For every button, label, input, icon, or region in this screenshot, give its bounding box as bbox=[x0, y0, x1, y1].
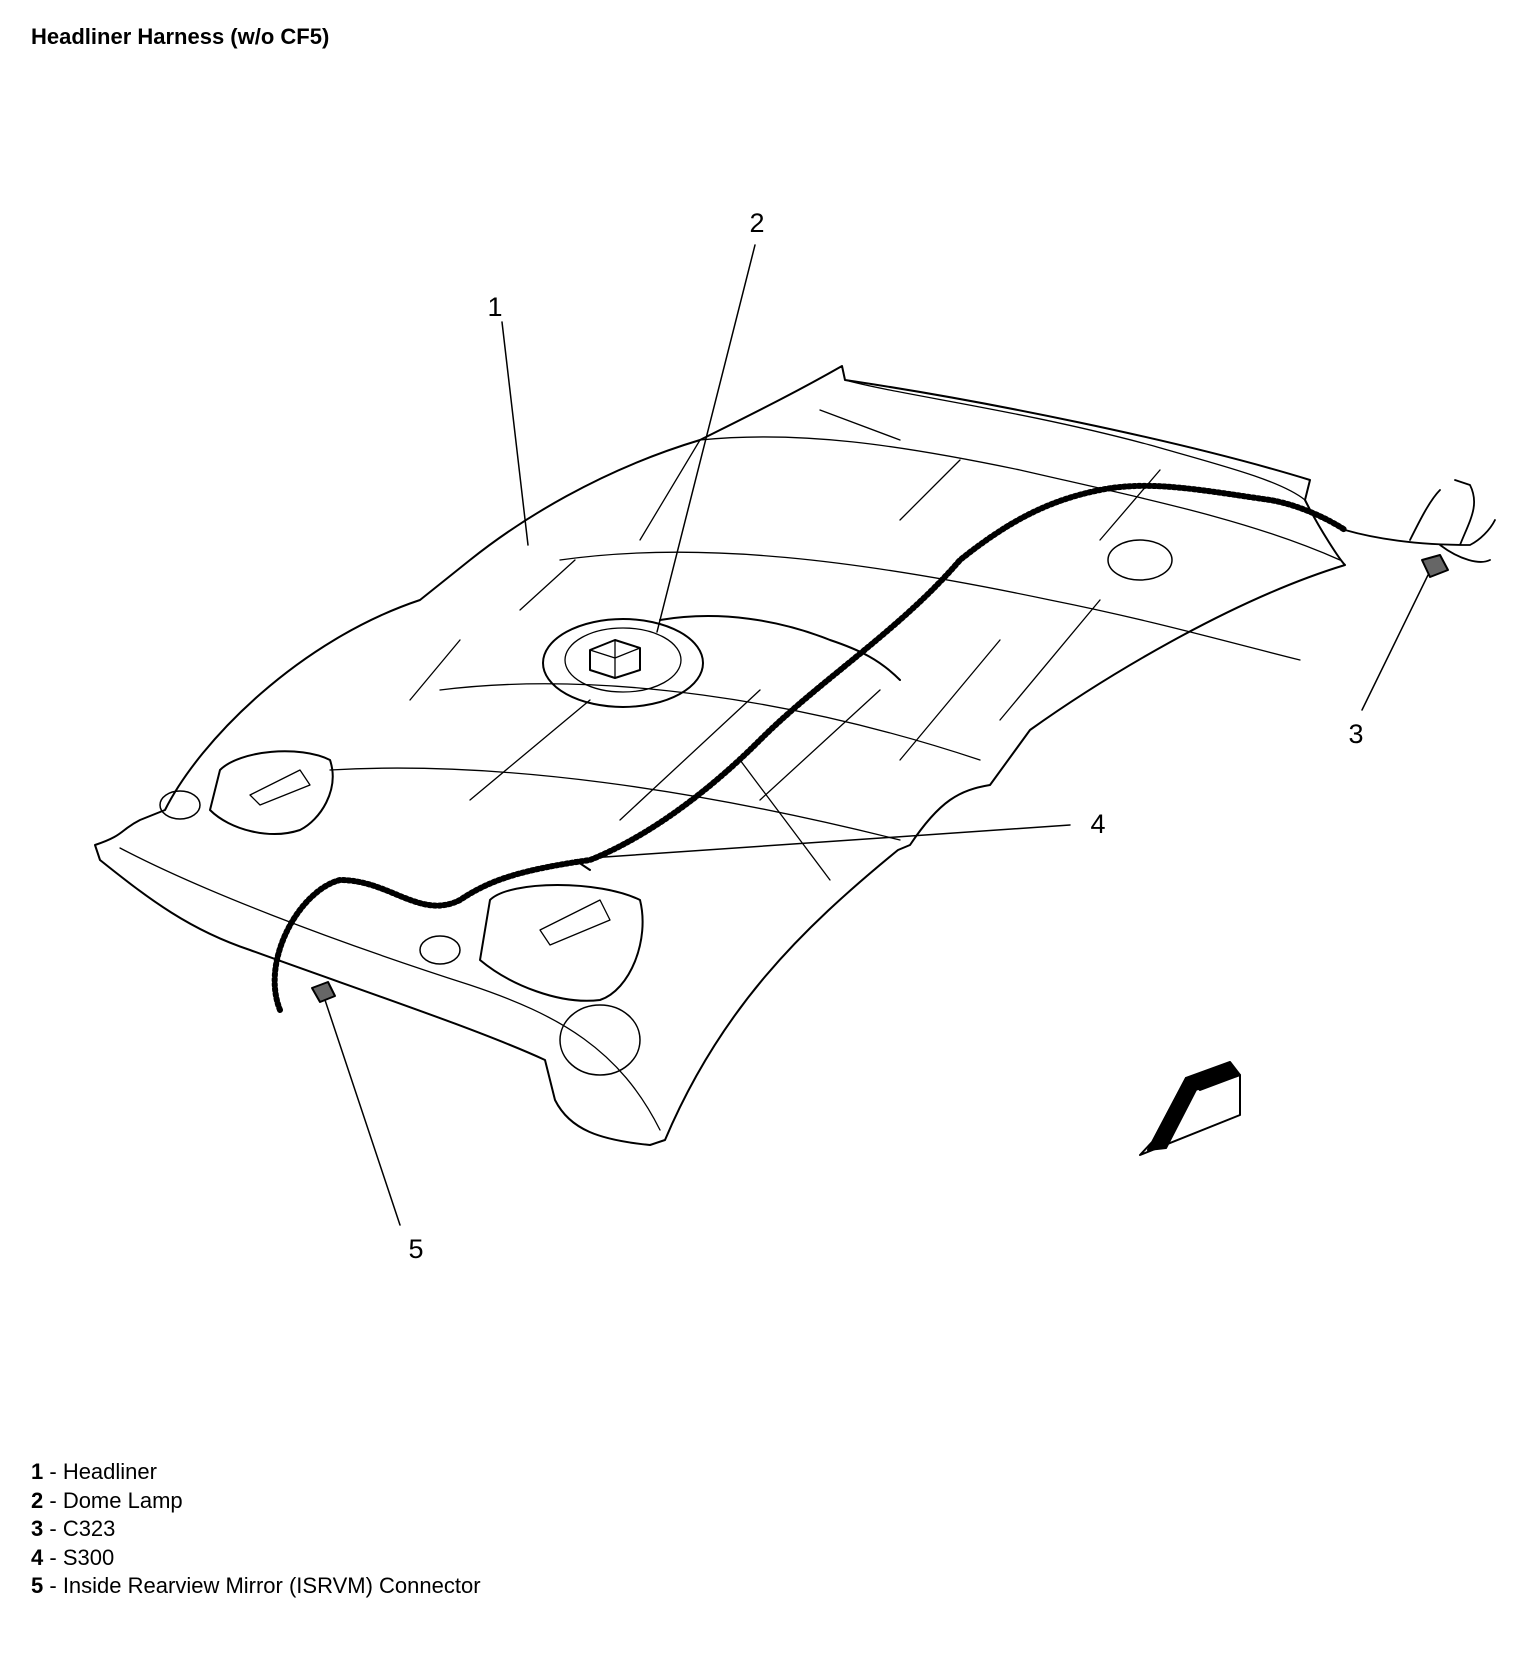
legend-separator: - bbox=[43, 1487, 63, 1513]
leader-lines bbox=[324, 244, 1429, 1226]
legend-item-4: 4 - S300 bbox=[31, 1544, 481, 1573]
front-direction-arrow-icon bbox=[1139, 1061, 1241, 1156]
legend-label: Inside Rearview Mirror (ISRVM) Connector bbox=[62, 1573, 481, 1598]
legend-item-3: 3 - C323 bbox=[31, 1515, 481, 1544]
callout-3: 3 bbox=[1348, 719, 1363, 749]
harness-dome-branch bbox=[659, 615, 901, 681]
legend-number: 5 bbox=[31, 1573, 44, 1598]
legend-number: 4 bbox=[31, 1544, 44, 1570]
headliner-outline bbox=[94, 365, 1346, 1146]
legend-item-1: 1 - Headliner bbox=[31, 1458, 481, 1487]
callout-2: 2 bbox=[749, 208, 764, 238]
legend: 1 - Headliner 2 - Dome Lamp 3 - C323 4 -… bbox=[31, 1458, 481, 1601]
headliner-harness-diagram: 1 2 3 4 5 bbox=[94, 208, 1496, 1264]
assist-handle-bases bbox=[159, 539, 1173, 1076]
callout-5: 5 bbox=[408, 1234, 423, 1264]
legend-label: S300 bbox=[62, 1544, 115, 1570]
diagram-title: Headliner Harness (w/o CF5) bbox=[31, 24, 330, 49]
legend-separator: - bbox=[43, 1544, 63, 1570]
harness-main-route bbox=[271, 482, 1348, 1013]
sun-visor-right bbox=[479, 884, 644, 1002]
dome-lamp bbox=[542, 618, 704, 708]
legend-item-5: 5 - Inside Rearview Mirror (ISRVM) Conne… bbox=[31, 1572, 481, 1601]
c323-connector bbox=[1421, 554, 1449, 578]
headliner-inner-rim bbox=[119, 379, 1306, 1131]
callout-1: 1 bbox=[487, 292, 502, 322]
legend-separator: - bbox=[43, 1516, 63, 1541]
isrvm-connector bbox=[311, 981, 336, 1003]
legend-number: 2 bbox=[31, 1487, 44, 1513]
legend-label: Headliner bbox=[62, 1459, 157, 1484]
legend-separator: - bbox=[43, 1459, 63, 1484]
headliner-seams bbox=[329, 409, 1341, 881]
legend-separator: - bbox=[43, 1573, 63, 1598]
legend-label: C323 bbox=[62, 1516, 116, 1541]
legend-item-2: 2 - Dome Lamp bbox=[31, 1487, 481, 1516]
callout-4: 4 bbox=[1090, 809, 1105, 839]
harness-s300-branch bbox=[574, 859, 591, 871]
legend-number: 3 bbox=[31, 1516, 44, 1541]
legend-number: 1 bbox=[31, 1459, 44, 1484]
sun-visor-left bbox=[209, 750, 334, 835]
harness-tail bbox=[1344, 479, 1496, 563]
legend-label: Dome Lamp bbox=[62, 1487, 183, 1513]
